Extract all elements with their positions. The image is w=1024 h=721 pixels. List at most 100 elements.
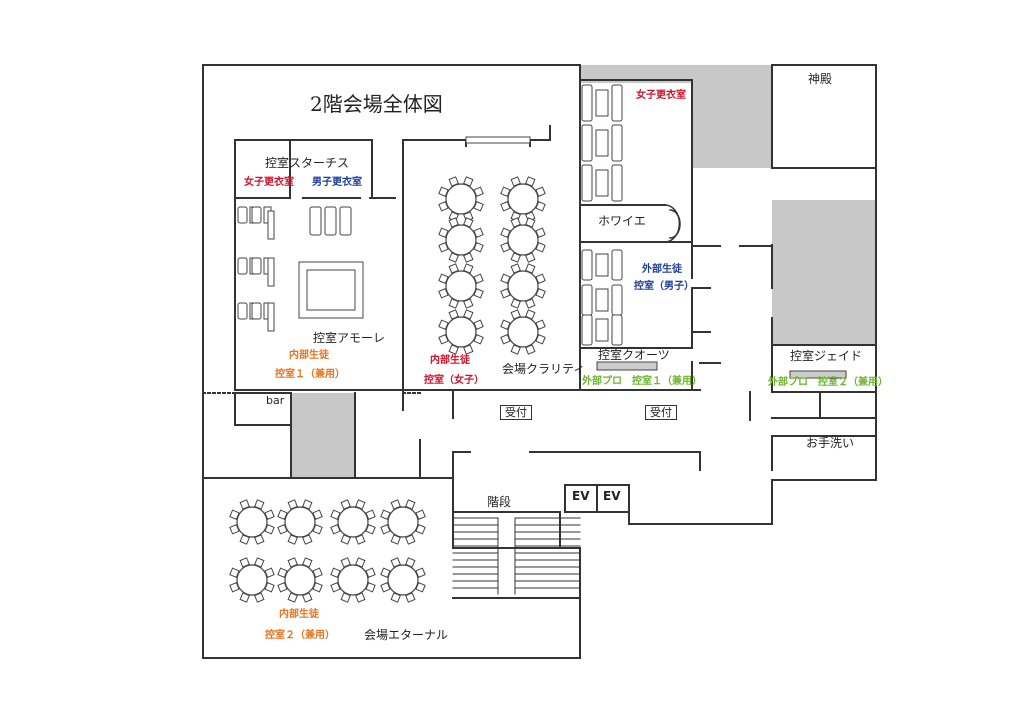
walls <box>202 64 877 659</box>
room-label-quartz-sub: 外部プロ 控室１（兼用） <box>582 376 702 387</box>
room-label-int-guest-3: 内部生徒 <box>279 609 319 620</box>
table-top <box>507 183 539 215</box>
room-label-restroom: お手洗い <box>806 436 855 450</box>
chair <box>581 164 593 202</box>
counter <box>595 288 609 312</box>
chair <box>611 84 623 122</box>
counter <box>595 129 609 157</box>
chair <box>237 206 248 224</box>
room-label-hikae-1-shared: 控室１（兼用） <box>275 369 345 380</box>
counter <box>595 89 609 117</box>
chair <box>581 314 593 346</box>
round-table <box>500 176 546 222</box>
room-label-hikae-amore: 控室アモーレ <box>313 331 386 345</box>
chair <box>581 284 593 316</box>
foyer-arch-inner <box>669 209 681 239</box>
round-table <box>438 263 484 309</box>
room-label-hikae-male: 控室（男子） <box>634 281 694 292</box>
chair <box>324 206 337 236</box>
table-top <box>284 506 316 538</box>
room-label-hikae-2-shared: 控室２（兼用） <box>265 630 335 641</box>
table-top <box>236 506 268 538</box>
table-top <box>284 564 316 596</box>
table-top <box>507 316 539 348</box>
chair <box>251 257 262 275</box>
table-top <box>445 183 477 215</box>
chair <box>339 206 352 236</box>
counter <box>595 169 609 197</box>
table-top <box>445 316 477 348</box>
bench <box>267 257 275 287</box>
table-top <box>445 270 477 302</box>
round-tables <box>229 176 546 603</box>
round-table <box>380 557 426 603</box>
round-table <box>438 176 484 222</box>
table-top <box>236 564 268 596</box>
chair <box>611 314 623 346</box>
chair <box>581 124 593 162</box>
chair <box>237 257 248 275</box>
counter <box>595 318 609 342</box>
room-label-women-dressing-1: 女子更衣室 <box>244 177 294 188</box>
chair <box>251 302 262 320</box>
furniture <box>237 84 847 379</box>
chair <box>611 249 623 281</box>
bench <box>267 210 275 240</box>
table-top <box>507 270 539 302</box>
room-label-hikae-quartz: 控室クオーツ <box>598 348 670 362</box>
round-table <box>500 217 546 263</box>
round-table <box>277 499 323 545</box>
shaded-area <box>692 65 772 168</box>
table-top <box>387 506 419 538</box>
room-label-hikae-starchis: 控室スターチス <box>265 156 350 170</box>
reception-desk-1: 受付 <box>500 405 532 420</box>
small-table <box>596 361 658 371</box>
room-label-hikae-female: 控室（女子） <box>424 375 484 386</box>
chair <box>611 164 623 202</box>
room-label-jade-sub: 外部プロ 控室２（兼用） <box>768 377 888 388</box>
table-top <box>445 224 477 256</box>
room-label-foyer: ホワイエ <box>598 214 646 228</box>
reception-desk-2: 受付 <box>645 405 677 420</box>
page-title: 2階会場全体図 <box>310 92 443 116</box>
chair <box>581 249 593 281</box>
round-table <box>277 557 323 603</box>
room-label-stairs: 階段 <box>487 495 512 509</box>
bench <box>267 302 275 332</box>
shaded-area <box>580 65 692 83</box>
room-label-bar: bar <box>266 394 285 407</box>
table-top <box>507 224 539 256</box>
round-table <box>500 263 546 309</box>
elevator-label-2: EV <box>603 489 621 503</box>
room-label-men-dressing: 男子更衣室 <box>312 177 362 188</box>
round-table <box>330 499 376 545</box>
small-table <box>789 370 847 379</box>
room-label-eternal: 会場エターナル <box>364 628 449 642</box>
room-label-ext-guest: 外部生徒 <box>642 264 682 275</box>
chair <box>611 284 623 316</box>
shaded-areas <box>291 65 876 478</box>
square-feature-inner <box>306 269 356 311</box>
round-table <box>229 499 275 545</box>
round-table <box>500 309 546 355</box>
chair <box>309 206 322 236</box>
room-label-int-guest-1: 内部生徒 <box>289 350 329 361</box>
chair <box>251 206 262 224</box>
room-label-clarity: 会場クラリティ <box>502 362 586 376</box>
room-label-int-guest-2: 内部生徒 <box>430 355 470 366</box>
shaded-area <box>772 200 876 345</box>
round-table <box>438 309 484 355</box>
round-table <box>330 557 376 603</box>
table-top <box>387 564 419 596</box>
round-table <box>229 557 275 603</box>
shaded-area <box>291 393 355 478</box>
table-top <box>337 564 369 596</box>
chair <box>237 302 248 320</box>
chair <box>611 124 623 162</box>
counter <box>595 253 609 277</box>
room-label-shinden: 神殿 <box>808 72 833 86</box>
elevator-label-1: EV <box>572 489 590 503</box>
chair <box>581 84 593 122</box>
window <box>465 136 531 144</box>
